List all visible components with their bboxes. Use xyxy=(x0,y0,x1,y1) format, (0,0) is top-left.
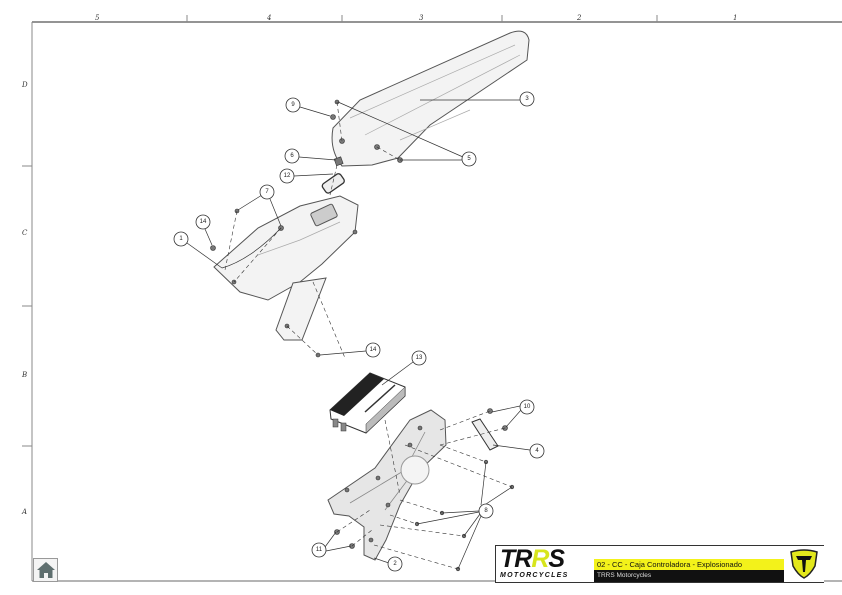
svg-text:6: 6 xyxy=(290,153,294,159)
part-tail-cowl xyxy=(213,195,359,341)
row-label: B xyxy=(21,371,27,379)
svg-text:12: 12 xyxy=(284,173,291,179)
home-icon xyxy=(36,562,55,578)
leader-lines xyxy=(186,99,531,570)
part-clip xyxy=(333,156,344,167)
svg-text:8: 8 xyxy=(484,508,488,514)
callout-1: 1 xyxy=(173,231,189,247)
trrs-logo: TRRS MOTORCYCLES xyxy=(500,545,569,579)
svg-text:5: 5 xyxy=(467,156,471,162)
svg-text:4: 4 xyxy=(535,448,539,454)
trrs-shield-icon xyxy=(790,549,818,579)
column-label: 4 xyxy=(266,14,271,22)
title-block: TRRS MOTORCYCLES 02 - CC - Caja Controla… xyxy=(495,545,824,583)
part-control-unit xyxy=(329,372,406,434)
svg-text:11: 11 xyxy=(316,547,323,553)
hardware xyxy=(210,99,515,572)
part-gasket xyxy=(321,173,345,194)
callout-10: 10 xyxy=(519,399,535,415)
callout-14: 14 xyxy=(195,214,211,230)
callout-6: 6 xyxy=(284,148,300,164)
callout-2: 2 xyxy=(387,556,403,572)
part-subframe xyxy=(327,409,447,561)
callout-14: 14 xyxy=(365,342,381,358)
svg-text:3: 3 xyxy=(525,96,529,102)
row-label: D xyxy=(21,81,28,89)
home-button[interactable] xyxy=(33,558,58,582)
callout-3: 3 xyxy=(519,91,535,107)
assembly-lines xyxy=(224,101,513,570)
callout-5: 5 xyxy=(461,151,477,167)
company-name: TRRS Motorcycles xyxy=(594,570,784,582)
svg-text:14: 14 xyxy=(370,347,377,353)
callout-4: 4 xyxy=(529,443,545,459)
svg-text:13: 13 xyxy=(416,355,423,361)
callout-11: 11 xyxy=(311,542,327,558)
svg-text:1: 1 xyxy=(179,236,183,242)
svg-text:2: 2 xyxy=(393,561,397,567)
row-label: A xyxy=(21,508,27,516)
logo-subtitle: MOTORCYCLES xyxy=(500,572,569,579)
callout-12: 12 xyxy=(279,168,295,184)
svg-text:10: 10 xyxy=(524,404,531,410)
drawing-title: 02 - CC - Caja Controladora - Explosiona… xyxy=(594,559,784,570)
callout-13: 13 xyxy=(411,350,427,366)
column-label: 5 xyxy=(95,14,100,22)
part-rear-fender xyxy=(331,30,530,167)
column-label: 3 xyxy=(419,14,424,22)
svg-text:14: 14 xyxy=(200,219,207,225)
column-label: 1 xyxy=(733,14,737,22)
column-label: 2 xyxy=(576,14,582,22)
svg-text:7: 7 xyxy=(265,189,269,195)
svg-text:9: 9 xyxy=(291,102,295,108)
row-label: C xyxy=(22,229,28,237)
callout-9: 9 xyxy=(285,97,301,113)
callout-7: 7 xyxy=(259,184,275,200)
callout-8: 8 xyxy=(478,503,494,519)
